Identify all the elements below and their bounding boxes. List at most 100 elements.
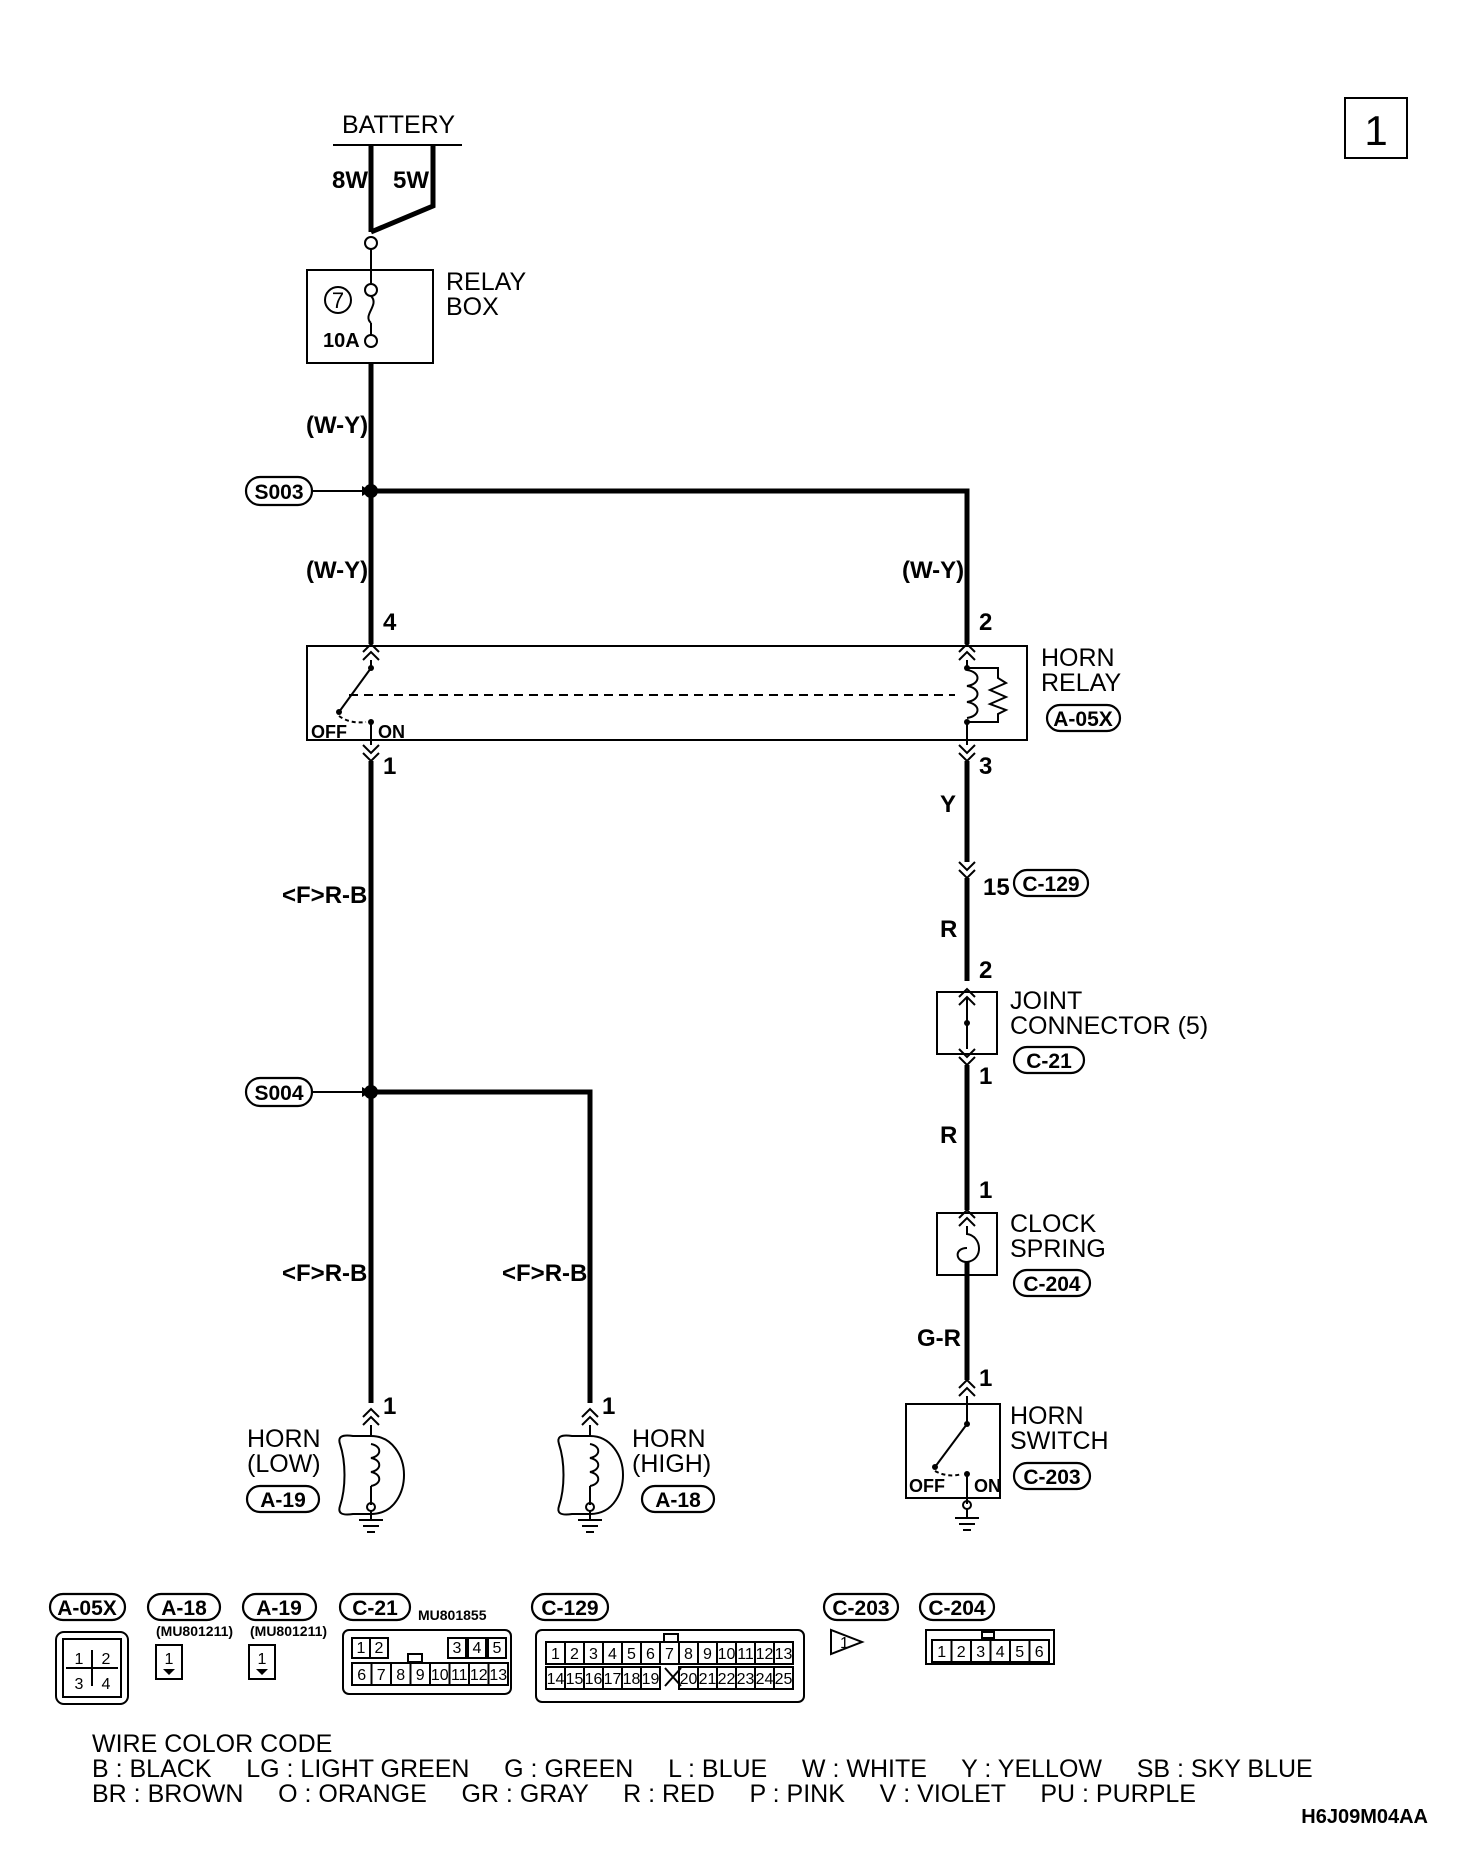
horn-relay-pin-3: 3 bbox=[979, 753, 992, 780]
view-c21-bottom-pin: 13 bbox=[489, 1667, 507, 1684]
view-c129-top-pin: 12 bbox=[756, 1646, 774, 1663]
joint-connector-pin-bottom-chevron bbox=[958, 1048, 976, 1067]
view-c21-top-pin: 4 bbox=[473, 1640, 482, 1657]
joint-connector-connector: C-21 bbox=[1026, 1050, 1072, 1073]
wire-label-rb-main: <F>R-B bbox=[282, 882, 367, 909]
view-c21-top-cell bbox=[447, 1637, 467, 1659]
view-c21-bottom-pin: 11 bbox=[451, 1667, 468, 1684]
view-c203-pin: 1 bbox=[840, 1635, 849, 1652]
view-a18-tag bbox=[146, 1592, 222, 1622]
view-c129-bottom-pin: 24 bbox=[756, 1671, 774, 1688]
view-c21-bottom-pin: 7 bbox=[377, 1667, 386, 1684]
wire-label-r-2: R bbox=[940, 1122, 957, 1149]
wire-label-w-y-top: (W-Y) bbox=[306, 412, 368, 439]
horn-high-pin-chevron bbox=[581, 1407, 599, 1426]
view-c21-tag bbox=[338, 1592, 412, 1622]
relay-box-label-2: BOX bbox=[446, 293, 499, 321]
view-c21-top-pin: 2 bbox=[375, 1640, 384, 1657]
view-c21-bottom-pin: 6 bbox=[357, 1667, 366, 1684]
view-c129-top-pin: 9 bbox=[703, 1646, 712, 1663]
view-c21-key bbox=[407, 1653, 423, 1663]
horn-low-label-1: HORN bbox=[247, 1425, 321, 1453]
horn-switch-travel bbox=[934, 1470, 963, 1477]
view-c21-part: MU801855 bbox=[418, 1607, 487, 1623]
view-a05x-label: A-05X bbox=[57, 1597, 117, 1620]
view-c21-bottom-pin: 12 bbox=[470, 1667, 488, 1684]
view-c129-top-pin: 6 bbox=[646, 1646, 655, 1663]
view-a05x-tag bbox=[48, 1592, 127, 1622]
view-a19-label: A-19 bbox=[256, 1597, 302, 1620]
view-c129-key bbox=[663, 1633, 679, 1643]
view-c21-top-cell bbox=[467, 1637, 487, 1659]
sheet-number-box bbox=[1344, 97, 1408, 159]
clock-spring-pin-chevron bbox=[958, 1208, 976, 1227]
view-c21-top-cell bbox=[487, 1637, 507, 1659]
horn-switch-ground-icon bbox=[955, 1509, 979, 1531]
view-c204-pin: 3 bbox=[976, 1644, 985, 1661]
fuse-number-circle bbox=[324, 286, 352, 314]
horn-low-label-2: (LOW) bbox=[247, 1450, 321, 1478]
view-a05x-pin-1: 1 bbox=[75, 1651, 84, 1668]
view-c21-body bbox=[342, 1629, 512, 1695]
view-c129-bottom-pin: 17 bbox=[604, 1671, 622, 1688]
clock-spring-label-1: CLOCK bbox=[1010, 1210, 1096, 1238]
horn-high-label-1: HORN bbox=[632, 1425, 706, 1453]
fuse-terminal-top bbox=[364, 283, 378, 297]
view-c21-bottom-pin: 9 bbox=[416, 1667, 425, 1684]
horn-relay-connector-tag bbox=[1045, 703, 1122, 733]
wire-rb-branch-high bbox=[371, 1089, 593, 1403]
horn-switch-blade bbox=[934, 1423, 968, 1468]
view-c204-tag bbox=[918, 1592, 996, 1622]
view-c204-pin: 5 bbox=[1015, 1644, 1024, 1661]
legend-row-2: BR : BROWN O : ORANGE GR : GRAY R : RED … bbox=[92, 1780, 1196, 1808]
fuse-terminal-bottom bbox=[364, 334, 378, 348]
fuse-rating: 10A bbox=[323, 330, 360, 352]
view-c129-top-pin: 10 bbox=[718, 1646, 736, 1663]
horn-low-connector-tag bbox=[245, 1484, 321, 1514]
view-c129-bottom-pin: 19 bbox=[642, 1671, 660, 1688]
view-c129-bottom-pin: 14 bbox=[547, 1671, 565, 1688]
horn-relay-label-1: HORN bbox=[1041, 644, 1115, 672]
relay-resistor bbox=[967, 667, 1009, 723]
view-c129-bottom-pin: 16 bbox=[585, 1671, 603, 1688]
wire-label-rb-low: <F>R-B bbox=[282, 1260, 367, 1287]
figure-code: H6J09M04AA bbox=[1301, 1806, 1428, 1828]
view-a05x-pin-3: 3 bbox=[75, 1676, 84, 1693]
joint-connector-label-2: CONNECTOR (5) bbox=[1010, 1012, 1208, 1040]
horn-switch-tag bbox=[1012, 1461, 1092, 1491]
view-a19-body bbox=[248, 1644, 276, 1680]
c129-pin-chevron bbox=[958, 861, 976, 880]
horn-high-connector: A-18 bbox=[655, 1489, 701, 1512]
view-c21-label: C-21 bbox=[352, 1597, 398, 1620]
view-c21-top-pin: 5 bbox=[493, 1640, 502, 1657]
view-a18-body bbox=[155, 1644, 183, 1680]
joint-connector-pin-bottom: 1 bbox=[979, 1063, 992, 1090]
view-c129-bottom-pin: 18 bbox=[623, 1671, 641, 1688]
view-c129-bottom-cell bbox=[640, 1666, 661, 1690]
horn-switch-label-2: SWITCH bbox=[1010, 1427, 1109, 1455]
splice-s003-label: S003 bbox=[254, 481, 303, 504]
view-c129-top-pin: 5 bbox=[627, 1646, 636, 1663]
c129-connector-tag bbox=[1012, 868, 1090, 898]
c129-pin: 15 bbox=[983, 874, 1010, 901]
horn-relay-box bbox=[306, 645, 1028, 741]
wire-label-g-r: G-R bbox=[917, 1325, 961, 1352]
view-c129-top-pin: 4 bbox=[608, 1646, 617, 1663]
wire-w-y-branch bbox=[371, 488, 970, 644]
view-a18-pin: 1 bbox=[165, 1651, 174, 1668]
horn-high-coil bbox=[589, 1443, 600, 1487]
view-c129-top-pin: 3 bbox=[589, 1646, 598, 1663]
view-c204-pin: 4 bbox=[996, 1644, 1005, 1661]
view-c21-top-pin: 3 bbox=[453, 1640, 462, 1657]
horn-relay-label-2: RELAY bbox=[1041, 669, 1121, 697]
horn-switch-on: ON bbox=[974, 1476, 1001, 1496]
horn-switch-label-1: HORN bbox=[1010, 1402, 1084, 1430]
view-a19-tag bbox=[241, 1592, 318, 1622]
view-a18-key bbox=[163, 1669, 175, 1675]
battery-wire-8w-label: 8W bbox=[332, 167, 368, 194]
joint-connector-node bbox=[964, 1020, 970, 1026]
